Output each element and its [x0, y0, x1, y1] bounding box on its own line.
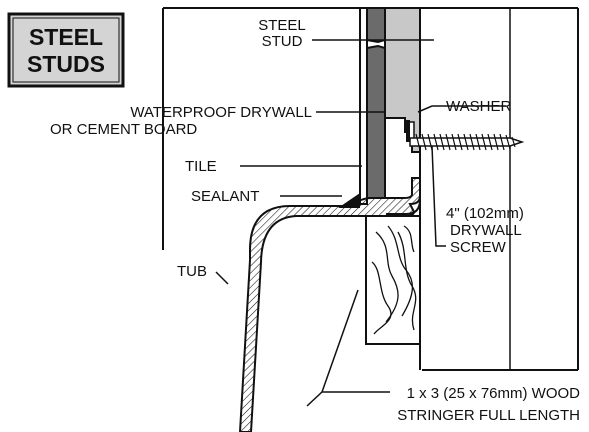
- labels: STEEL STUD WATERPROOF DRYWALL OR CEMENT …: [50, 17, 580, 424]
- cement-board: [366, 7, 386, 199]
- label-sealant: SEALANT: [191, 188, 259, 205]
- label-screw-line1: 4" (102mm): [446, 205, 524, 222]
- label-steel-stud-line2: STUD: [262, 33, 303, 50]
- label-waterproof-line2: OR CEMENT BOARD: [50, 121, 197, 138]
- steel-studs-badge: STEEL STUDS: [7, 12, 125, 88]
- badge-line2: STUDS: [27, 51, 105, 77]
- drywall-screw: [406, 120, 525, 151]
- badge-line1: STEEL: [29, 24, 103, 50]
- label-waterproof-line1: WATERPROOF DRYWALL: [130, 104, 312, 121]
- tub: [238, 177, 421, 432]
- label-tub: TUB: [177, 263, 207, 280]
- label-screw-line3: SCREW: [450, 239, 507, 256]
- label-stringer-line1: 1 x 3 (25 x 76mm) WOOD: [407, 385, 581, 402]
- wood-stringer: [365, 215, 421, 345]
- leader-lines: [215, 39, 506, 407]
- label-steel-stud-line1: STEEL: [258, 17, 306, 34]
- wall-frame: [162, 7, 579, 371]
- label-washer: WASHER: [446, 98, 511, 115]
- label-stringer-line2: STRINGER FULL LENGTH: [397, 407, 580, 424]
- label-screw-line2: DRYWALL: [450, 222, 522, 239]
- tile: [359, 7, 368, 205]
- label-tile: TILE: [185, 158, 217, 175]
